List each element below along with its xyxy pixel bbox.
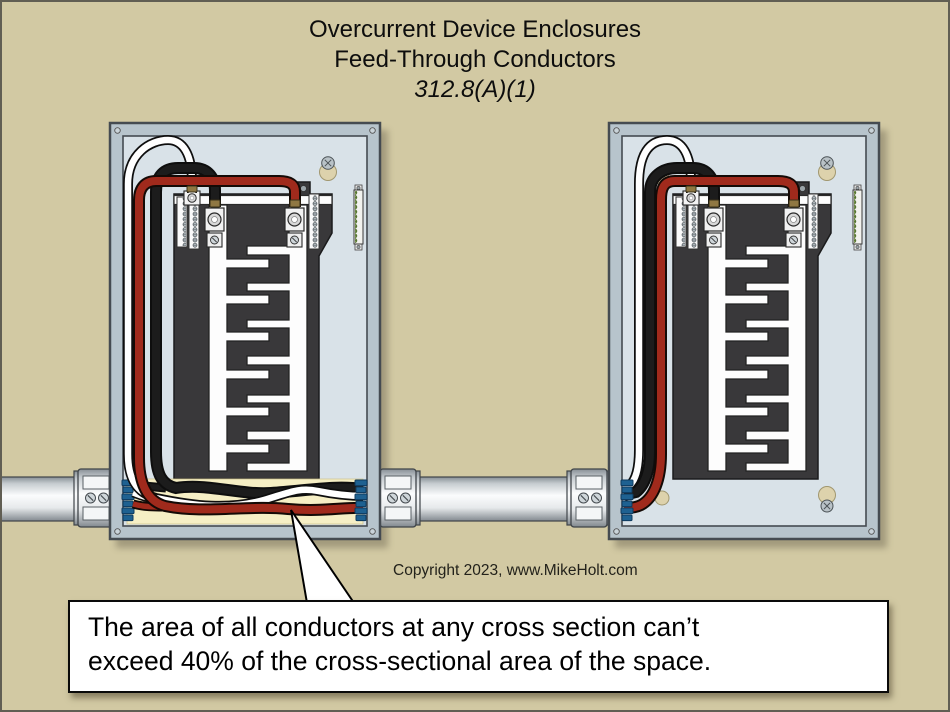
wire-white	[621, 134, 696, 494]
callout-box: The area of all conductors at any cross …	[68, 600, 889, 693]
page-title: Overcurrent Device Enclosures Feed-Throu…	[2, 15, 948, 105]
right-enclosure	[607, 121, 881, 541]
wire-red	[133, 175, 364, 516]
wire-ferrules	[186, 185, 301, 208]
conduit-left	[2, 468, 119, 528]
title-line1: Overcurrent Device Enclosures	[308, 16, 642, 43]
conduit-middle	[375, 468, 612, 528]
copyright-text: Copyright 2023, www.MikeHolt.com	[393, 562, 638, 579]
code-reference: 312.8(A)(1)	[414, 76, 536, 103]
wire-ferrules	[685, 185, 800, 208]
callout-line2: exceed 40% of the cross-sectional area o…	[88, 645, 712, 676]
wire-red	[622, 175, 800, 514]
callout-line1: The area of all conductors at any cross …	[88, 612, 700, 642]
title-line2: Feed-Through Conductors	[334, 46, 616, 73]
left-enclosure	[108, 121, 382, 541]
knockout	[818, 486, 836, 513]
